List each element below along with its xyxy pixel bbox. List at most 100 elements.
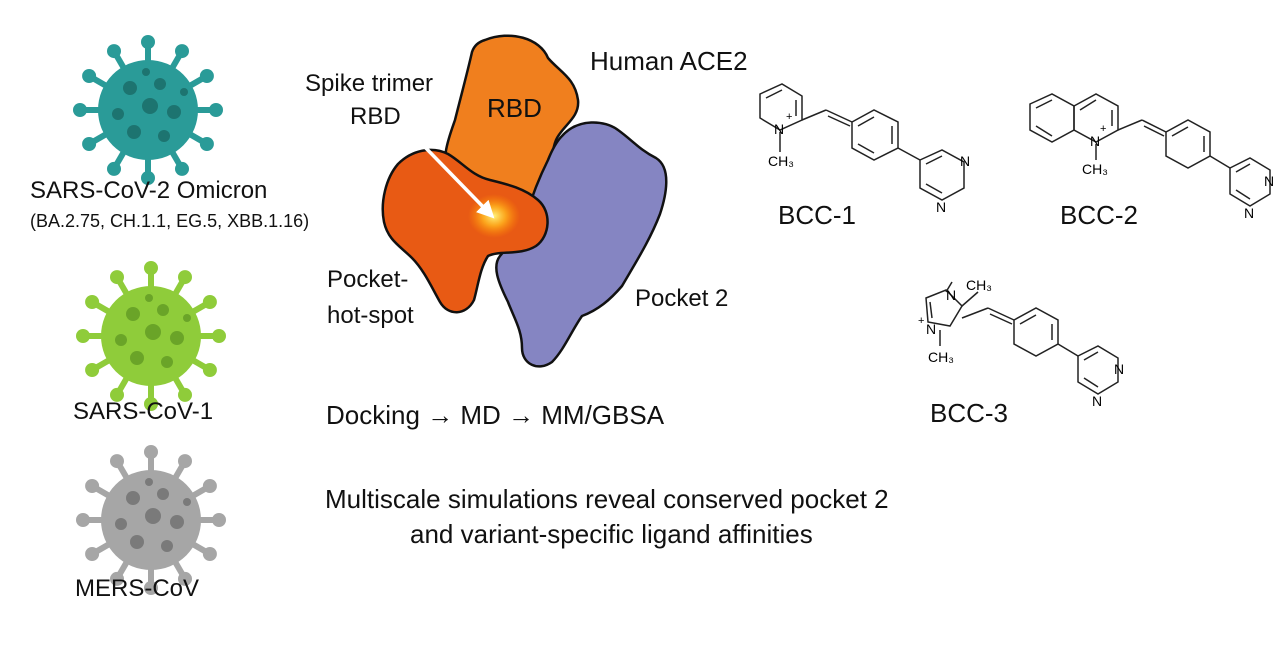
pocket-hotspot-label-line1: Pocket-	[327, 266, 409, 293]
virus-spike-tip	[209, 103, 223, 117]
virus-surface-dot	[115, 518, 127, 530]
bcc-1-structure: N + CH₃ N N	[759, 83, 970, 215]
bcc-2-charge: +	[1100, 123, 1106, 135]
virus-spike-tip	[141, 171, 155, 185]
virus-surface-dot	[127, 125, 141, 139]
virus-surface-dot	[123, 81, 137, 95]
virus-spike-tip	[202, 295, 217, 309]
virus-spike-tip	[141, 35, 155, 49]
virus-spike-tip	[178, 387, 192, 402]
virus-label-mers-cov: MERS-CoV	[75, 575, 200, 602]
bcc-2-label: BCC-2	[1060, 200, 1139, 230]
virus-surface-dot	[183, 314, 191, 322]
summary-line-1: Multiscale simulations reveal conserved …	[325, 484, 889, 514]
virus-surface-dot	[158, 130, 170, 142]
virus-spike-tip	[85, 295, 100, 309]
bcc-3-label: BCC-3	[930, 398, 1009, 428]
virus-spike-tip	[202, 479, 217, 493]
virus-surface-dot	[157, 304, 169, 316]
virus-surface-dot	[126, 491, 140, 505]
virus-surface-dot	[167, 105, 181, 119]
summary-line-2: and variant-specific ligand affinities	[410, 519, 813, 549]
virus-spike-tip	[107, 161, 121, 176]
virus-spike-tip	[110, 270, 124, 285]
mers-cov-virus-icon	[76, 445, 226, 595]
hotspot-arrow	[418, 140, 495, 219]
virus-surface-dot	[145, 324, 161, 340]
virus-spike-tip	[144, 397, 158, 411]
virus-surface-dot	[142, 98, 158, 114]
bcc-3-n-top: N	[946, 287, 956, 303]
rbd-label: RBD	[487, 93, 542, 123]
virus-surface-dot	[112, 108, 124, 120]
virus-spike-tip	[212, 513, 226, 527]
virus-spike-tip	[178, 270, 192, 285]
virus-surface-dot	[161, 540, 173, 552]
bcc-3-pyr-n1: N	[1114, 361, 1124, 377]
bcc-1-methyl: CH₃	[768, 153, 794, 169]
bcc-2-pyr-n1: N	[1264, 173, 1274, 189]
virus-spike-tip	[110, 571, 124, 586]
virus-surface-dot	[142, 68, 150, 76]
bcc-1-pyr-n2: N	[936, 199, 946, 215]
virus-spike-tip	[107, 44, 121, 59]
virus-label-sars-cov-1: SARS-CoV-1	[73, 398, 214, 425]
virus-surface-dot	[115, 334, 127, 346]
virus-spike-tip	[82, 69, 97, 83]
spike-rbd-shape	[381, 148, 549, 314]
virus-variants-label: (BA.2.75, CH.1.1, EG.5, XBB.1.16)	[30, 211, 310, 231]
virus-spike-tip	[85, 363, 100, 377]
virus-spike-tip	[73, 103, 87, 117]
virus-spike-tip	[199, 137, 214, 151]
virus-spike-tip	[110, 387, 124, 402]
virus-spike-tip	[144, 445, 158, 459]
virus-spike-tip	[85, 479, 100, 493]
bcc-3-methyl-bottom: CH₃	[928, 349, 954, 365]
virus-spike-tip	[175, 44, 189, 59]
virus-surface-dot	[157, 488, 169, 500]
virus-spike-tip	[76, 513, 90, 527]
bcc-3-n-plus: N	[926, 321, 936, 337]
virus-surface-dot	[130, 535, 144, 549]
pocket-2-label: Pocket 2	[635, 285, 729, 312]
virus-surface-dot	[161, 356, 173, 368]
virus-surface-dot	[130, 351, 144, 365]
virus-surface-dot	[145, 294, 153, 302]
sars-cov-1-virus-icon	[76, 261, 226, 411]
bcc-2-n-plus: N	[1090, 133, 1100, 149]
workflow-label: Docking → MD → MM/GBSA	[326, 400, 665, 430]
virus-spike-tip	[202, 363, 217, 377]
bcc-3-pyr-n2: N	[1092, 393, 1102, 409]
virus-surface-dot	[145, 508, 161, 524]
virus-surface-dot	[126, 307, 140, 321]
virus-spike-tip	[178, 454, 192, 469]
virus-spike-tip	[76, 329, 90, 343]
virus-surface-dot	[170, 331, 184, 345]
bcc-1-label: BCC-1	[778, 200, 857, 230]
virus-surface-dot	[145, 478, 153, 486]
virus-spike-tip	[175, 161, 189, 176]
bcc-2-structure: N + CH₃ N N	[1029, 93, 1274, 221]
virus-surface-dot	[180, 88, 188, 96]
virus-label-sars-cov-2: SARS-CoV-2 Omicron	[30, 177, 268, 204]
bcc-3-structure: N CH₃ N + CH₃ N N	[918, 277, 1124, 409]
bcc-1-charge: +	[786, 111, 792, 123]
bcc-3-charge: +	[918, 315, 924, 327]
virus-spike-tip	[199, 69, 214, 83]
bcc-2-methyl: CH₃	[1082, 161, 1108, 177]
spike-trimer-label: Spike trimer	[305, 70, 434, 97]
virus-spike-tip	[178, 571, 192, 586]
virus-surface-dot	[170, 515, 184, 529]
bcc-1-pyr-n1: N	[960, 153, 970, 169]
sars-cov-2-virus-icon	[73, 35, 223, 185]
virus-spike-tip	[82, 137, 97, 151]
virus-surface-dot	[183, 498, 191, 506]
spike-rbd-label: RBD	[350, 103, 401, 130]
virus-spike-tip	[85, 547, 100, 561]
virus-spike-tip	[110, 454, 124, 469]
virus-spike-tip	[212, 329, 226, 343]
bcc-3-methyl-top: CH₃	[966, 277, 992, 293]
virus-spike-tip	[202, 547, 217, 561]
human-ace2-label: Human ACE2	[590, 46, 748, 76]
